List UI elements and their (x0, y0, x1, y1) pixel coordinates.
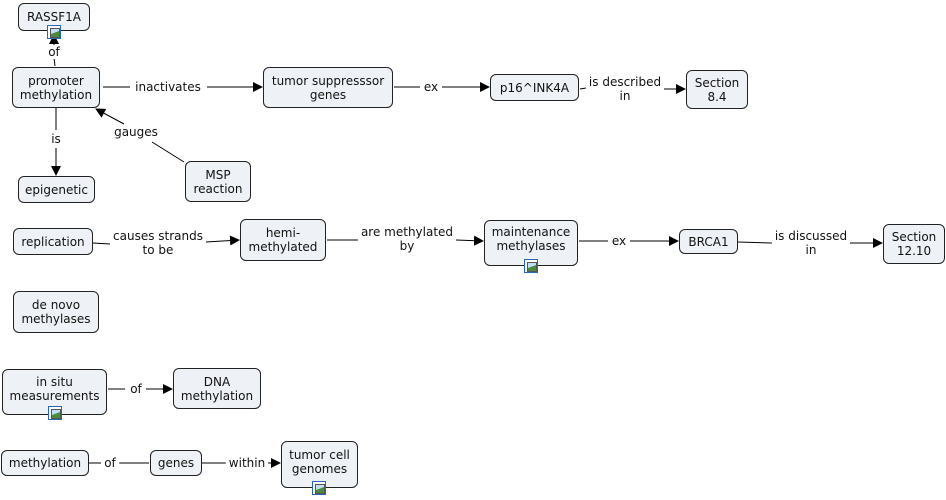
edge-brca1-discussed (737, 241, 773, 244)
concept-label: maintenance methylases (491, 225, 571, 253)
image-attachment-icon[interactable] (524, 259, 538, 273)
concept-label: BRCA1 (688, 234, 729, 249)
concept-label: MSP reaction (193, 167, 243, 196)
concept-rassf1a[interactable]: RASSF1A (18, 3, 90, 31)
image-attachment-icon[interactable] (48, 406, 62, 420)
concept-label: tumor suppresssor genes (271, 73, 385, 102)
concept-brca1[interactable]: BRCA1 (679, 229, 738, 254)
concept-de-novo-methylases[interactable]: de novo methylases (13, 291, 99, 333)
edge-causes-hemi (205, 235, 240, 246)
concept-label: genes (157, 456, 195, 470)
concept-section-8-4[interactable]: Section 8.4 (686, 70, 748, 109)
concept-genes[interactable]: genes (150, 450, 202, 476)
concept-replication[interactable]: replication (13, 228, 93, 255)
concept-label: de novo methylases (21, 298, 91, 326)
concept-label: tumor cell genomes (289, 448, 350, 476)
edge-msp-gauges (151, 141, 185, 163)
concept-label: Section 8.4 (694, 75, 740, 104)
concept-label: Section 12.10 (891, 230, 937, 258)
concept-section-12-10[interactable]: Section 12.10 (883, 224, 945, 264)
concept-tumor-suppressor-genes[interactable]: tumor suppresssor genes (263, 67, 393, 108)
link-label-causes-strands-to-be: causes strands to be (110, 229, 206, 257)
link-label-of: of (127, 382, 145, 396)
link-label-ex: ex (420, 80, 442, 94)
concept-tumor-cell-genomes[interactable]: tumor cell genomes (281, 441, 358, 488)
link-label-is: is (48, 132, 64, 146)
link-label-ex: ex (608, 234, 630, 248)
edge-promoter-of (53, 57, 56, 67)
concept-label: p16^INK4A (499, 80, 570, 95)
link-label-inactivates: inactivates (132, 80, 204, 94)
concept-p16-ink4a[interactable]: p16^INK4A (490, 74, 579, 101)
concept-label: promoter methylation (19, 73, 93, 102)
link-label-of: of (101, 456, 119, 470)
image-attachment-icon[interactable] (312, 481, 326, 495)
edge-replication-causes (92, 242, 111, 245)
concept-label: methylation (8, 456, 82, 470)
concept-in-situ-measurements[interactable]: in situ measurements (2, 369, 107, 415)
concept-methylation[interactable]: methylation (1, 450, 89, 476)
image-attachment-icon[interactable] (47, 25, 61, 39)
edge-methylated-by-maintenance (455, 235, 484, 246)
concept-hemi-methylated[interactable]: hemi- methylated (240, 219, 326, 261)
link-label-is-discussed-in: is discussed in (771, 229, 851, 257)
concept-msp-reaction[interactable]: MSP reaction (185, 161, 251, 202)
concept-epigenetic[interactable]: epigenetic (18, 176, 95, 203)
concept-label: RASSF1A (26, 10, 82, 24)
concept-label: hemi- methylated (248, 226, 318, 254)
link-label-within: within (225, 456, 269, 470)
link-label-of: of (45, 45, 63, 59)
link-label-is-described-in: is described in (585, 75, 665, 103)
concept-label: in situ measurements (9, 375, 100, 403)
edge-gauges-promoter (95, 108, 125, 125)
concept-label: replication (21, 234, 85, 249)
link-label-gauges: gauges (111, 125, 161, 139)
concept-dna-methylation[interactable]: DNA methylation (173, 368, 261, 409)
concept-maintenance-methylases[interactable]: maintenance methylases (484, 220, 578, 266)
concept-label: DNA methylation (180, 374, 254, 403)
concept-label: epigenetic (25, 182, 88, 197)
link-label-are-methylated-by: are methylated by (357, 225, 457, 253)
edge-p16-described (579, 87, 587, 90)
concept-promoter-methylation[interactable]: promoter methylation (12, 67, 100, 108)
